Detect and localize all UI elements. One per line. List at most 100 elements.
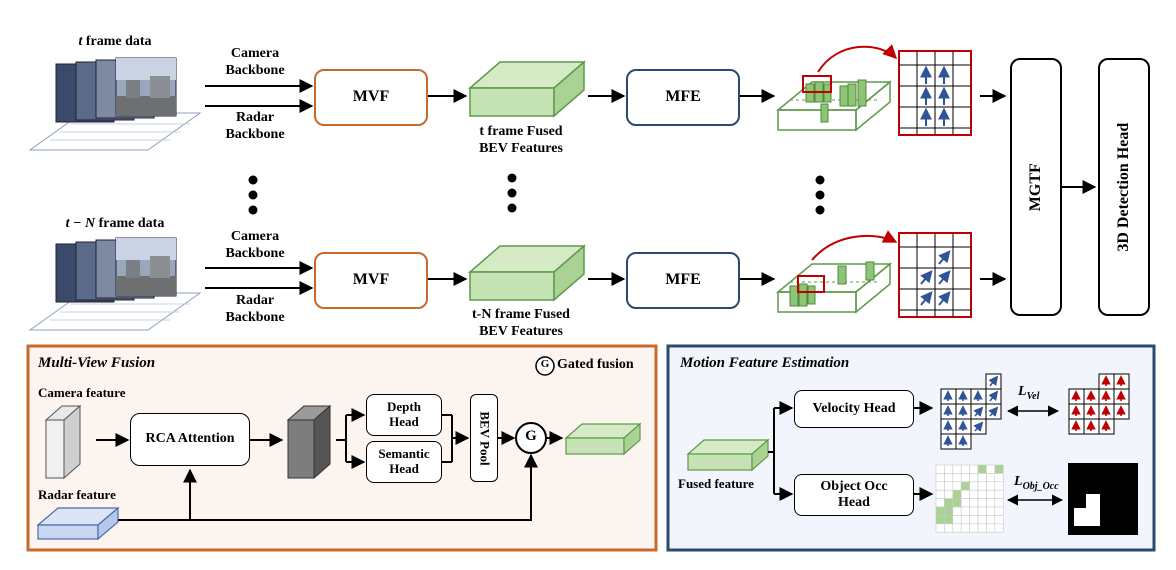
depth-head-line1: Depth [387, 399, 421, 415]
occupancy-cell [977, 515, 987, 525]
loss-occ-main: L [1014, 474, 1023, 489]
velocity-head-label: Velocity Head [812, 400, 896, 416]
mvf-node-row2[interactable]: MVF [314, 252, 428, 309]
occupancy-cell [986, 523, 996, 533]
mvf-label: MVF [352, 271, 390, 289]
occupancy-cell [935, 489, 945, 499]
occupancy-cell [986, 498, 996, 508]
gt-velocity-grid [1068, 373, 1130, 435]
red-curve-arrow-row2 [811, 230, 898, 261]
object-occ-line2: Head [838, 495, 870, 510]
occupancy-cell [960, 481, 970, 491]
mfe-label: MFE [665, 88, 701, 106]
occupancy-cell [994, 489, 1004, 499]
fused-bev-line1: t-N frame Fused [472, 307, 570, 322]
camera-backbone-line2: Backbone [225, 245, 285, 261]
occupancy-cell [952, 481, 962, 491]
mfe-node-row2[interactable]: MFE [626, 252, 740, 309]
fused-bev-slab-row2 [467, 244, 587, 302]
occupancy-cell [960, 489, 970, 499]
motion-scene-row1 [775, 75, 893, 132]
occupancy-cell [935, 464, 945, 474]
mgtf-node[interactable]: MGTF [1010, 58, 1062, 316]
gate-label: G [525, 428, 537, 444]
frame-var: t − N [65, 216, 96, 231]
occupancy-cell [969, 515, 979, 525]
occupancy-cell [994, 506, 1004, 516]
occupancy-cell [952, 506, 962, 516]
loss-occ-sub: Obj_Occ [1022, 480, 1059, 492]
occupancy-cell [969, 498, 979, 508]
occupancy-cell [944, 489, 954, 499]
fused-bev-slab-row1 [467, 60, 587, 118]
fused-bev-line2: BEV Features [479, 140, 563, 156]
occupancy-cell [935, 515, 945, 525]
frame-data-label-row2: t − N frame data [52, 216, 178, 233]
occupancy-cell [952, 515, 962, 525]
velocity-grid-row2 [898, 232, 972, 318]
camera-feature-label: Camera feature [38, 385, 126, 400]
occupancy-cell [994, 515, 1004, 525]
gated-fusion-legend-label: Gated fusion [557, 357, 634, 372]
radar-backbone-line2: Backbone [225, 126, 285, 142]
occupancy-cell [935, 473, 945, 483]
velocity-head-node[interactable]: Velocity Head [794, 390, 914, 428]
mfe-panel-title: Motion Feature Estimation [680, 355, 850, 371]
occupancy-cell [994, 498, 1004, 508]
mvf-node-row1[interactable]: MVF [314, 69, 428, 126]
mvf-label: MVF [352, 88, 390, 106]
occupancy-cell [960, 506, 970, 516]
bev-pool-node[interactable]: BEV Pool [470, 394, 498, 482]
occupancy-cell [969, 489, 979, 499]
radar-backbone-line1: Radar [235, 293, 275, 308]
occupancy-cell [994, 473, 1004, 483]
occupancy-cell [986, 489, 996, 499]
mfe-node-row1[interactable]: MFE [626, 69, 740, 126]
occupancy-cell [952, 489, 962, 499]
camera-feature-slab [44, 404, 82, 480]
occupancy-cell [969, 473, 979, 483]
radar-backbone-line1: Radar [235, 110, 275, 125]
rca-attention-node[interactable]: RCA Attention [130, 413, 250, 466]
loss-vel-label: LVel [1018, 384, 1058, 403]
frame-stack-image-row1 [28, 57, 202, 151]
occupancy-cell [935, 481, 945, 491]
frame-data-label-row1: t frame data [60, 34, 170, 51]
mgtf-label: MGTF [1026, 162, 1044, 211]
occupancy-cell [986, 473, 996, 483]
occupancy-cell [960, 473, 970, 483]
object-occ-line1: Object Occ [820, 478, 888, 494]
camera-backbone-line1: Camera [230, 229, 280, 244]
semantic-head-line1: Semantic [378, 446, 430, 462]
mvf-panel-title: Multi-View Fusion [38, 355, 156, 371]
motion-scene-row2 [775, 261, 893, 314]
occupancy-cell [986, 506, 996, 516]
red-curve-arrow-row1 [817, 44, 897, 73]
frame-rest: frame data [82, 34, 152, 49]
occupancy-cell [952, 464, 962, 474]
occupancy-cell [977, 489, 987, 499]
detection-head-node[interactable]: 3D Detection Head [1098, 58, 1150, 316]
fused-bev-line2: BEV Features [479, 323, 563, 339]
occupancy-cell [952, 523, 962, 533]
gated-fusion-legend-circle [535, 356, 555, 376]
occupancy-cell [969, 464, 979, 474]
camera-backbone-line2: Backbone [225, 62, 285, 78]
frame-stack-image-row2 [28, 237, 202, 331]
velocity-grid-row1 [898, 50, 972, 136]
occupancy-cell [969, 506, 979, 516]
occupancy-cell [952, 498, 962, 508]
occupancy-cell [977, 473, 987, 483]
gate-circle [515, 422, 547, 454]
radar-backbone-line2: Backbone [225, 309, 285, 325]
occupancy-grid [935, 464, 1004, 533]
ellipsis-dots [248, 173, 825, 215]
occupancy-cell [944, 464, 954, 474]
